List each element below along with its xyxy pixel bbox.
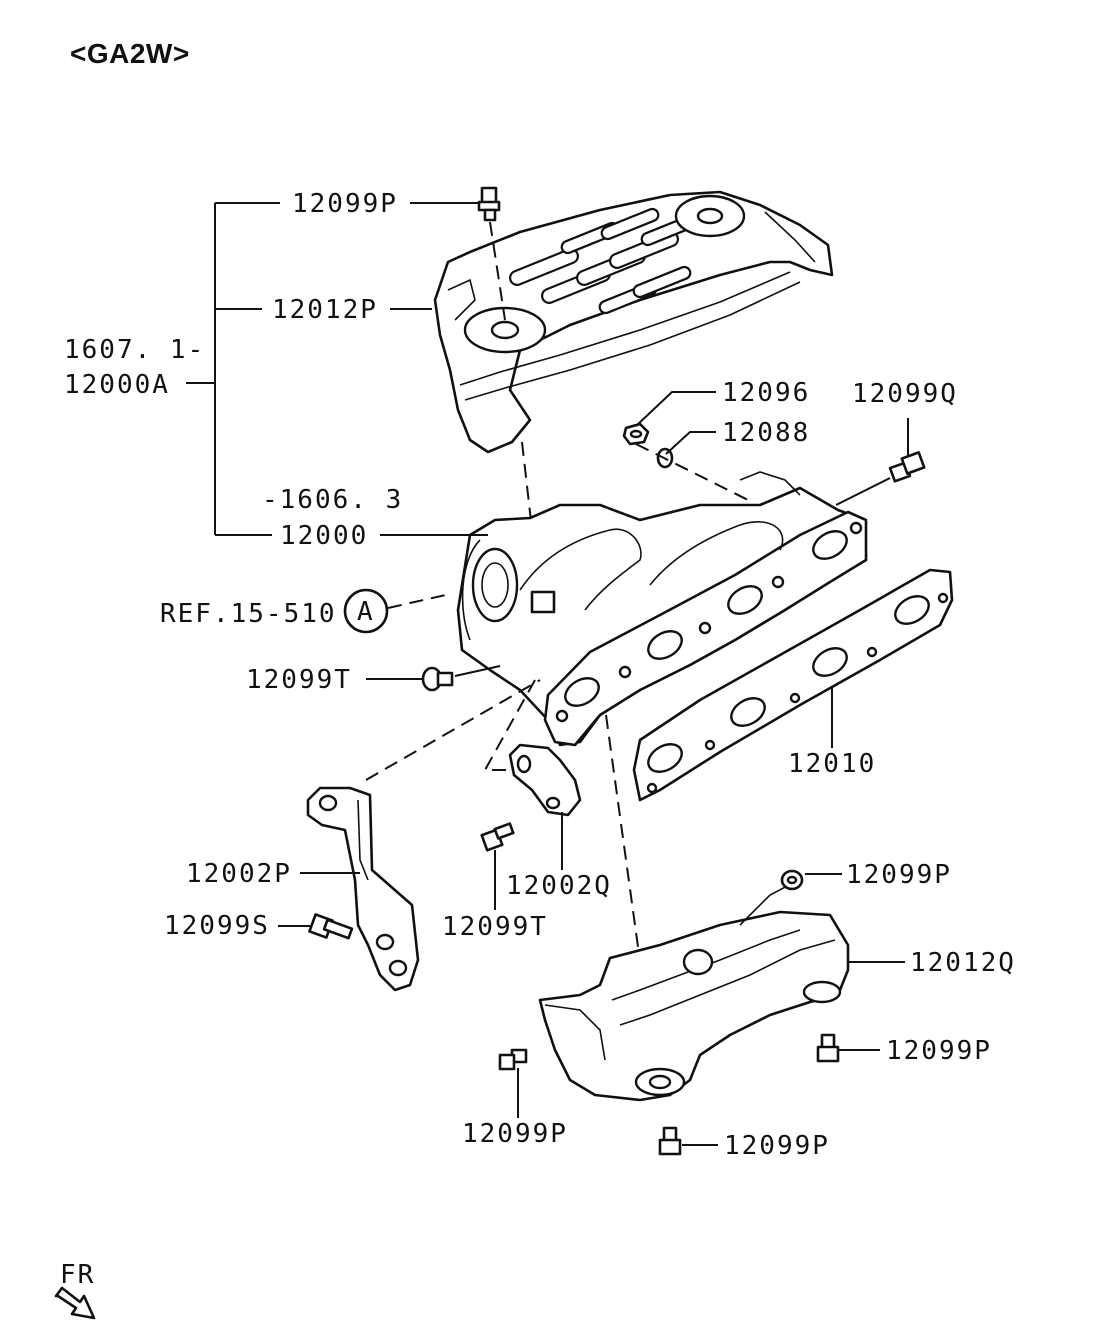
bracket-12002Q: [508, 743, 582, 817]
label-12000: 12000: [280, 521, 368, 551]
bolt-12099Q-icon: [888, 451, 926, 483]
label-range-upper: 1607. 1-: [64, 335, 205, 365]
label-12099S: 12099S: [164, 911, 270, 941]
label-12099Q: 12099Q: [852, 379, 958, 409]
model-code-heading: <GA2W>: [70, 38, 190, 69]
label-12002P: 12002P: [186, 859, 292, 889]
nut-12096-icon: [622, 422, 650, 446]
label-12099P-right: 12099P: [846, 860, 952, 890]
assembly-bracket: [186, 202, 280, 536]
label-12000A: 12000A: [64, 370, 170, 400]
label-12099P-top: 12099P: [292, 189, 398, 219]
label-12099P-bottomleft: 12099P: [462, 1119, 568, 1149]
label-12012P: 12012P: [272, 295, 378, 325]
nut-axis: [635, 443, 749, 501]
upper-heat-protector: [433, 190, 834, 454]
label-12012Q: 12012Q: [910, 948, 1016, 978]
bracket-12002Q-axis: [483, 679, 536, 771]
label-12096: 12096: [722, 378, 810, 408]
label-12099T-mid: 12099T: [442, 912, 548, 942]
bolt-12099P-lowright-icon: [816, 1033, 840, 1063]
bracket-12002P: [306, 786, 420, 992]
label-12099T-left: 12099T: [246, 665, 352, 695]
label-ref: REF.15-510: [160, 599, 337, 629]
bolt-12099P-right-icon: [780, 869, 804, 891]
manifold-gasket: [632, 568, 954, 802]
bolt-12099T-left-icon: [421, 666, 454, 692]
label-12002Q: 12002Q: [506, 871, 612, 901]
label-ref-circle: A: [357, 597, 375, 627]
exhaust-manifold: [456, 471, 868, 747]
bolt-12099T-left-axis: [454, 665, 501, 677]
ref-leader: [387, 593, 451, 609]
bolt-12099P-bottomleft-icon: [498, 1048, 528, 1071]
leader-lines: [278, 202, 909, 1146]
label-12099P-bottom: 12099P: [724, 1131, 830, 1161]
bolt-12099P-top-icon: [477, 186, 501, 222]
label-12088: 12088: [722, 418, 810, 448]
label-range-lower: -1606. 3: [262, 485, 403, 515]
front-direction-label: FR: [60, 1260, 95, 1290]
bolt-12099Q-axis: [835, 477, 891, 506]
bracket-12002P-axis: [365, 679, 541, 781]
bolt-axis-top: [489, 221, 506, 321]
bolt-12099T-mid-icon: [480, 822, 515, 852]
label-12010: 12010: [788, 749, 876, 779]
ref-circle-icon: [343, 588, 389, 634]
bolt-12099P-bottom-icon: [658, 1126, 682, 1156]
label-12099P-lowright: 12099P: [886, 1036, 992, 1066]
front-direction-arrow-icon: [54, 1286, 96, 1320]
bolt-12099S-icon: [308, 913, 354, 940]
lower-heat-protector: [538, 881, 850, 1102]
